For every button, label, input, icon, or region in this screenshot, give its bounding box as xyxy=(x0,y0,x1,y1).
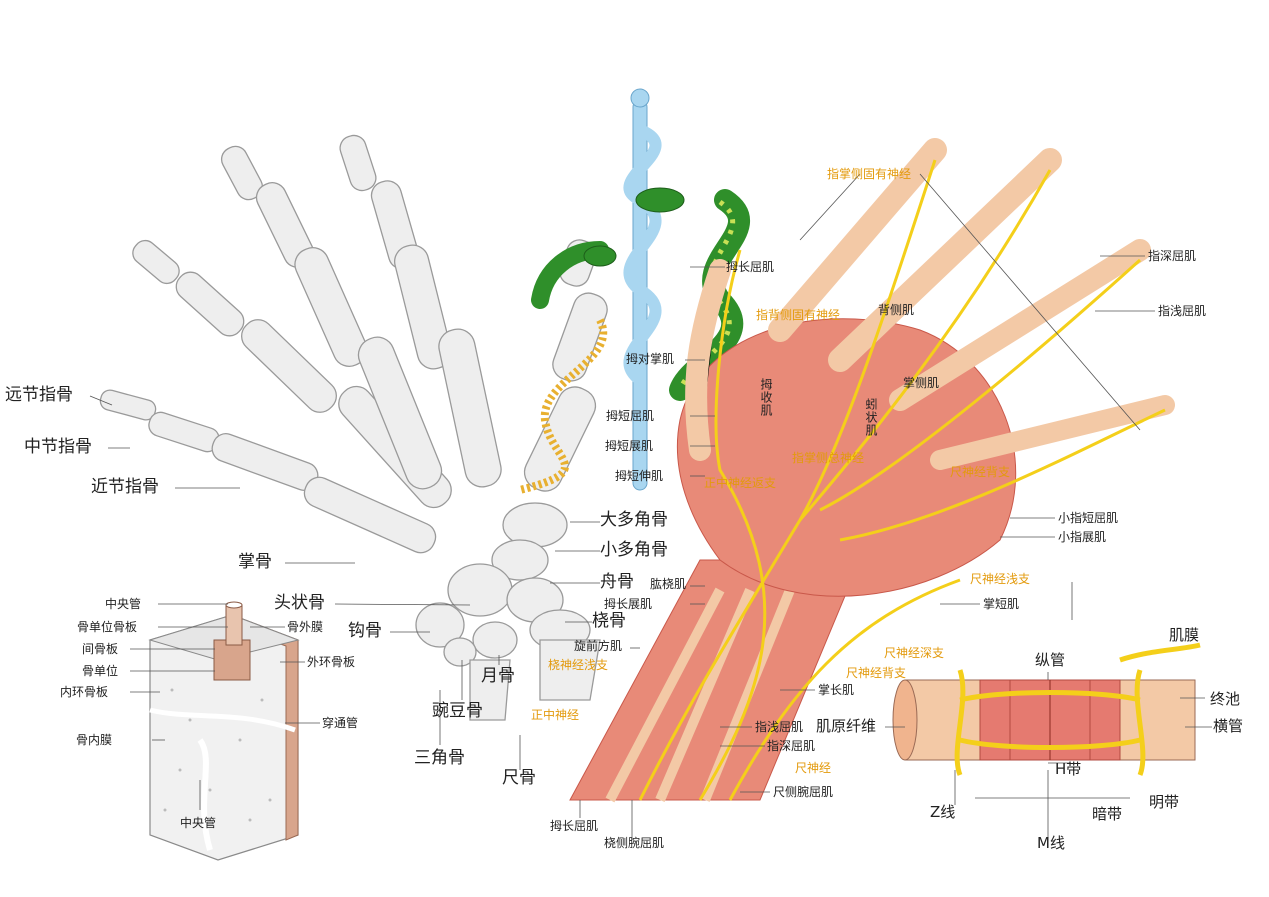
label-periosteum: 骨外膜 xyxy=(287,620,324,634)
label-flexor-pollicis-longus-top: 拇长屈肌 xyxy=(726,260,775,274)
label-dorsal-interossei: 背侧肌 xyxy=(878,303,915,317)
label-opponens-pollicis: 拇对掌肌 xyxy=(626,352,675,366)
label-m-line: M线 xyxy=(1037,834,1065,852)
leader-lines xyxy=(89,173,1212,838)
label-flexor-carpi-radialis: 桡侧腕屈肌 xyxy=(604,836,665,850)
label-ulna: 尺骨 xyxy=(502,768,536,788)
label-brachioradialis: 肱桡肌 xyxy=(650,577,687,591)
label-triquetrum: 三角骨 xyxy=(414,748,465,768)
label-palmar-interossei: 掌侧肌 xyxy=(903,376,940,390)
label-middle-phalanx: 中节指骨 xyxy=(24,437,92,457)
label-flexor-pollicis-longus-bottom: 拇长屈肌 xyxy=(550,819,599,833)
label-z-line: Z线 xyxy=(930,803,956,821)
label-pronator-quadratus: 旋前方肌 xyxy=(574,639,623,653)
label-endosteum: 骨内膜 xyxy=(76,733,113,747)
label-flexor-digitorum-profundus-top: 指深屈肌 xyxy=(1148,249,1197,263)
label-lumbrical: 蚓状肌 xyxy=(864,398,878,437)
label-common-palmar-digital-nerve: 指掌侧总神经 xyxy=(792,451,865,465)
label-median-recurrent-branch: 正中神经返支 xyxy=(704,476,777,490)
label-dorsal-digital-nerve: 指背侧固有神经 xyxy=(756,308,841,322)
label-lunate: 月骨 xyxy=(481,666,515,686)
label-osteon-lamella: 骨单位骨板 xyxy=(77,620,138,634)
label-interstitial-lamella: 间骨板 xyxy=(82,642,119,656)
label-central-canal-top: 中央管 xyxy=(105,597,142,611)
label-hamate: 钩骨 xyxy=(348,621,382,641)
label-i-band: 明带 xyxy=(1149,793,1180,811)
label-metacarpal: 掌骨 xyxy=(238,552,272,572)
label-scaphoid: 舟骨 xyxy=(600,572,634,592)
label-capitate: 头状骨 xyxy=(274,593,325,613)
label-ulnar-nerve: 尺神经 xyxy=(795,761,832,775)
label-palmaris-longus: 掌长肌 xyxy=(818,683,855,697)
label-distal-phalanx: 远节指骨 xyxy=(5,385,73,405)
label-abductor-pollicis-longus: 拇长展肌 xyxy=(604,597,653,611)
label-perforating-canal: 穿通管 xyxy=(322,716,359,730)
centipede-icon xyxy=(519,318,607,494)
label-outer-circumferential: 外环骨板 xyxy=(307,655,356,669)
label-proper-palmar-digital-nerve: 指掌侧固有神经 xyxy=(827,167,912,181)
label-abductor-digiti-minimi: 小指展肌 xyxy=(1058,530,1107,544)
label-palmaris-brevis: 掌短肌 xyxy=(983,597,1020,611)
label-pisiform: 豌豆骨 xyxy=(432,701,483,721)
label-osteon: 骨单位 xyxy=(82,664,119,678)
caduceus-staff-icon xyxy=(623,88,662,491)
label-sarcolemma: 肌膜 xyxy=(1169,626,1200,644)
label-radial-superficial-branch: 桡神经浅支 xyxy=(548,658,609,672)
label-abductor-pollicis-brevis: 拇短展肌 xyxy=(605,439,654,453)
label-ulnar-superficial-branch: 尺神经浅支 xyxy=(970,572,1031,586)
label-trapezoid: 小多角骨 xyxy=(600,540,668,560)
label-h-band: H带 xyxy=(1055,760,1082,778)
label-proximal-phalanx: 近节指骨 xyxy=(91,477,159,497)
label-flexor-digitorum-superficialis-top: 指浅屈肌 xyxy=(1158,304,1207,318)
hand-muscle-icon xyxy=(569,138,1175,803)
bone-section-icon xyxy=(148,601,300,861)
label-inner-circumferential: 内环骨板 xyxy=(60,685,109,699)
label-terminal-cisterna: 终池 xyxy=(1210,690,1241,708)
label-flexor-digitorum-superficialis-bottom: 指浅屈肌 xyxy=(755,720,804,734)
label-flexor-pollicis-brevis: 拇短屈肌 xyxy=(606,409,655,423)
label-flexor-digiti-minimi-brevis: 小指短屈肌 xyxy=(1058,511,1119,525)
label-adductor-pollicis: 拇收肌 xyxy=(759,378,773,417)
label-central-canal-bottom: 中央管 xyxy=(180,816,217,830)
label-ulnar-dorsal-branch-upper: 尺神经背支 xyxy=(950,465,1011,479)
label-radius: 桡骨 xyxy=(592,611,626,631)
label-extensor-pollicis-brevis: 拇短伸肌 xyxy=(615,469,664,483)
label-longitudinal-tubule: 纵管 xyxy=(1035,651,1066,669)
label-a-band: 暗带 xyxy=(1092,805,1123,823)
label-flexor-digitorum-profundus-bottom: 指深屈肌 xyxy=(767,739,816,753)
label-trapezium: 大多角骨 xyxy=(600,510,668,530)
label-ulnar-deep-branch: 尺神经深支 xyxy=(884,646,945,660)
label-myofibril: 肌原纤维 xyxy=(816,717,877,735)
muscle-fiber-icon xyxy=(892,642,1201,776)
label-transverse-tubule: 横管 xyxy=(1213,717,1244,735)
label-flexor-carpi-ulnaris: 尺侧腕屈肌 xyxy=(773,785,834,799)
label-ulnar-dorsal-branch: 尺神经背支 xyxy=(846,666,907,680)
label-median-nerve: 正中神经 xyxy=(531,708,580,722)
